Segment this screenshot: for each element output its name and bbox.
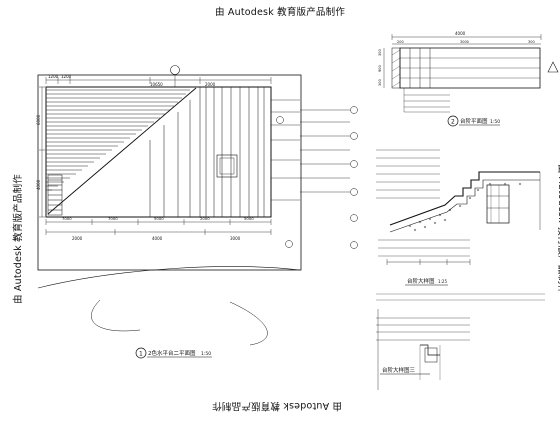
drawing-1-marker [135, 347, 147, 359]
plan-left-dimensions [39, 86, 45, 218]
plan-dim-bottom-2: 7000 [108, 216, 118, 221]
steps-plan-drawing: 4000 200 3000 300 300 900 300 [378, 31, 559, 127]
section-scale: 1:25 [438, 279, 447, 284]
drawing-1-scale: 1:50 [201, 351, 211, 357]
step-section-drawing: 台阶大样图 1:25 [376, 149, 545, 301]
plan-dim-top-3: 10650 [150, 82, 163, 87]
steps-dim-top-3: 300 [528, 40, 535, 44]
plan-dim-left-1: 6000 [36, 114, 41, 125]
step-profile [389, 171, 540, 226]
detail-step-profile [420, 344, 440, 356]
road-curve-left [91, 299, 141, 332]
steps-dim-total: 4000 [455, 31, 466, 36]
entry-steps [47, 174, 63, 216]
drawing-2-scale: 1:50 [490, 119, 500, 125]
plan-bottom-dimensions [45, 219, 272, 235]
plan-right-leaders [271, 99, 350, 201]
drawing-1-title: 2色水平台二平面图 [148, 349, 196, 357]
plan-dim-total-2: 4000 [152, 236, 163, 241]
steps-dim-top-2: 3000 [460, 40, 469, 44]
grid-marker-bottom [285, 240, 293, 248]
grid-marker-right-5 [350, 214, 358, 222]
plan-dim-bottom-1: 7000 [62, 216, 72, 221]
plan-dim-top-1: 1200 [48, 74, 59, 79]
drawing-1-number: 1 [139, 351, 143, 358]
grid-marker-top [170, 65, 180, 75]
north-arrow-icon [547, 61, 559, 73]
grid-marker-right-2 [350, 132, 358, 140]
grid-marker-right-4 [350, 188, 358, 196]
plan-dim-top-2: 1200 [61, 74, 72, 79]
steps-dim-side-1: 300 [378, 49, 382, 56]
plan-dim-left-2: 4000 [36, 179, 41, 190]
bench-block [216, 154, 238, 178]
diagonal-deck-boards [46, 87, 197, 215]
drawing-2-marker [447, 115, 459, 127]
steps-plan-leaders [403, 88, 450, 113]
step-base-layer [389, 179, 540, 233]
small-detail-drawing: 台阶大样图三 [376, 309, 470, 390]
grid-marker-right-6 [350, 241, 358, 249]
plan-dim-bottom-5: 5000 [244, 216, 254, 221]
plan-dim-top-4: 2000 [205, 82, 216, 87]
retaining-wall [486, 184, 510, 224]
plan-dim-bottom-4: 2000 [200, 216, 210, 221]
watermark-right: 由 Autodesk 教育版产品制作 [556, 164, 560, 295]
section-notes [376, 293, 545, 301]
vertical-joists [149, 87, 265, 217]
grid-marker-right-3 [350, 160, 358, 168]
steps-dim-side-2: 900 [378, 65, 382, 72]
plan-dim-total-1: 2000 [72, 236, 83, 241]
grid-marker-right-a [276, 116, 284, 124]
drawing-2-title: 台阶平面图 [460, 117, 488, 125]
grid-marker-right-1 [350, 106, 358, 114]
plan-top-dimensions [45, 77, 272, 84]
section-title: 台阶大样图 [407, 277, 435, 285]
platform-outline [45, 86, 272, 218]
bench-inner [219, 157, 235, 175]
watermark-bottom: 由 Autodesk 教育版产品制作 [212, 400, 343, 411]
detail-block [424, 347, 438, 363]
drawing-2-number: 2 [451, 119, 455, 126]
platform-plan-drawing: 1200 1200 10650 2000 6000 4000 [36, 65, 358, 359]
gravel-fill [408, 182, 522, 232]
section-leaders [376, 149, 470, 257]
steps-wall-left [391, 47, 401, 89]
watermark-left: 由 Autodesk 教育版产品制作 [13, 173, 25, 305]
watermark-top: 由 Autodesk 教育版产品制作 [215, 7, 346, 18]
road-curve-right [229, 301, 268, 346]
site-boundary [37, 74, 302, 271]
steps-dim-side-3: 300 [378, 79, 382, 86]
detail-3-title: 台阶大样图三 [382, 366, 416, 374]
road-edge-upper [37, 266, 301, 289]
plan-dim-bottom-3: 5000 [154, 216, 164, 221]
plan-dim-total-3: 3000 [230, 236, 241, 241]
steps-dim-top-1: 200 [397, 40, 404, 44]
